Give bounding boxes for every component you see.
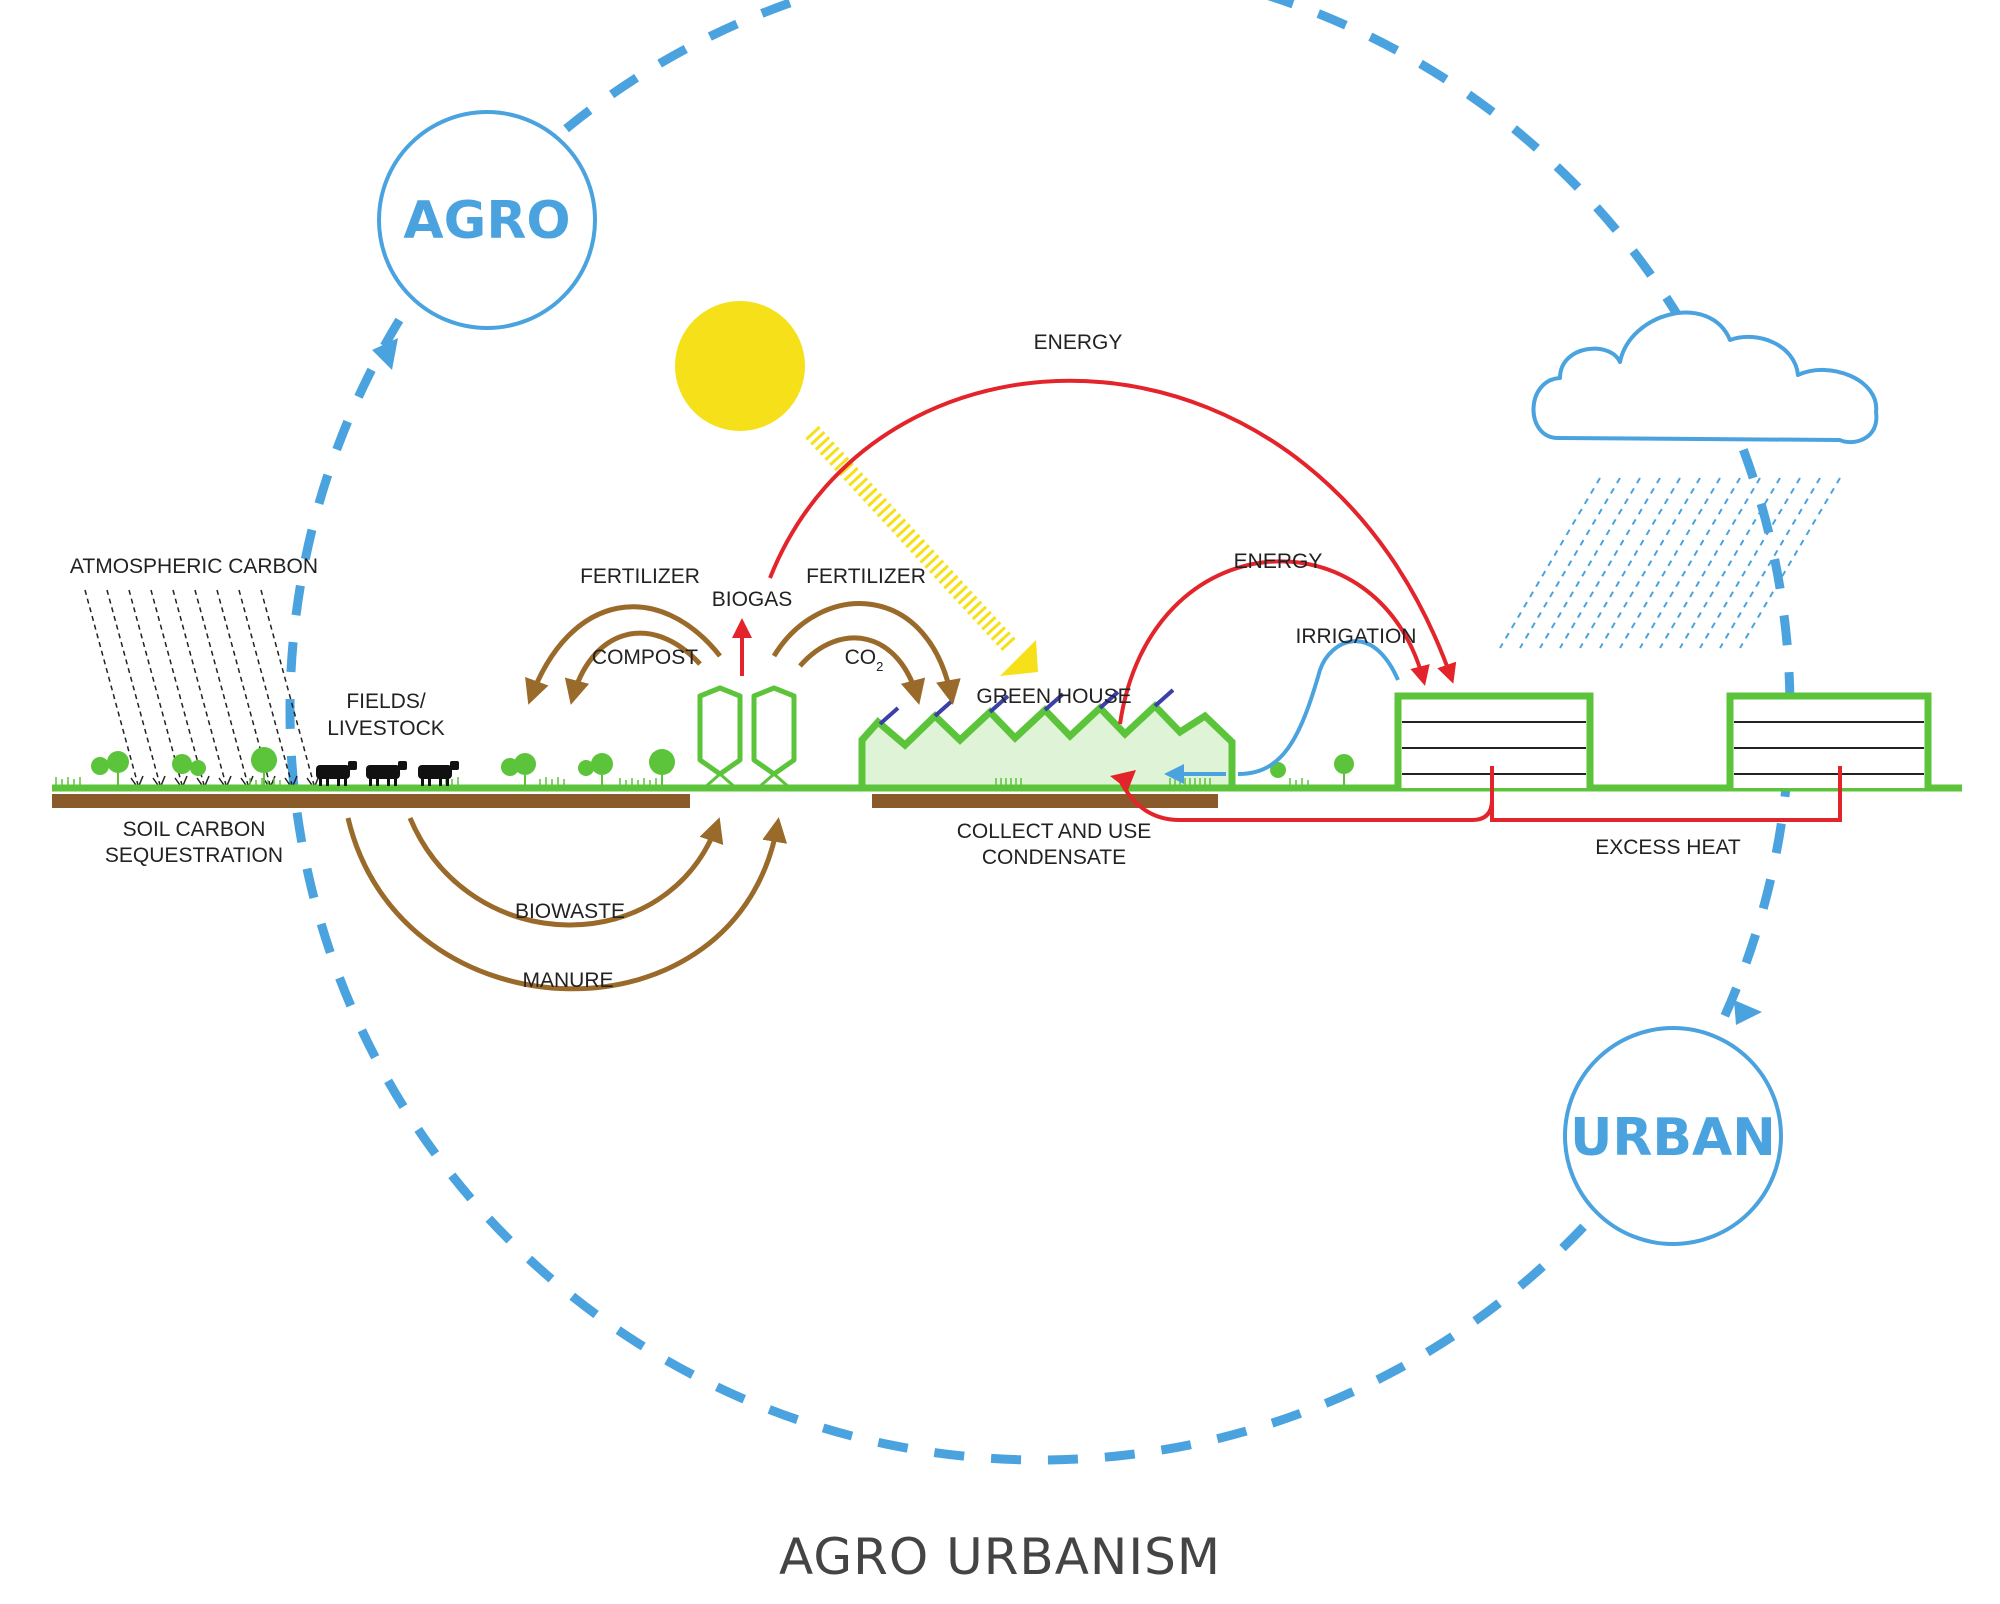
biogas-label: BIOGAS	[712, 588, 793, 611]
loop-arrowhead-agro	[372, 338, 398, 370]
excess-heat-pipes	[1118, 766, 1842, 822]
fields-livestock-label-line1: FIELDS/	[346, 690, 426, 713]
cloud-icon	[1531, 310, 1879, 445]
soil-strip-greenhouse	[872, 794, 1218, 808]
silo-icon	[697, 685, 797, 790]
irrigation-arrow	[1237, 639, 1400, 776]
manure-arrow	[345, 817, 788, 992]
co2-arrow	[798, 635, 926, 705]
sun-icon	[675, 301, 805, 431]
manure-label: MANURE	[522, 969, 613, 992]
co2-subscript: 2	[876, 659, 883, 674]
energy-mid-label: ENERGY	[1234, 550, 1323, 573]
compost-label: COMPOST	[592, 646, 698, 669]
excess-heat-arrowhead	[1110, 770, 1136, 790]
energy-arrow-mid	[1118, 559, 1430, 725]
biowaste-arrow	[407, 817, 724, 928]
urban-circle-label: URBAN	[1570, 1108, 1776, 1168]
irrigation-label: IRRIGATION	[1296, 625, 1417, 648]
fertilizer-arrow-right	[771, 601, 961, 705]
agro-circle-label: AGRO	[403, 191, 570, 251]
atmospheric-carbon-label: ATMOSPHERIC CARBON	[70, 555, 318, 578]
urban-circle	[1563, 1026, 1783, 1246]
greenhouse-body	[858, 701, 1236, 792]
fields-livestock-label-line2: LIVESTOCK	[327, 717, 445, 740]
fertilizer-right-label: FERTILIZER	[806, 565, 926, 588]
compost-arrow	[564, 630, 702, 705]
loop-arrowhead-urban	[1734, 1000, 1762, 1025]
agro-circle	[377, 110, 597, 330]
condensate-label-line1: COLLECT AND USE	[957, 820, 1152, 843]
fertilizer-arrow-left	[525, 604, 722, 705]
rain-icon	[1499, 477, 1841, 649]
co2-label: CO2	[845, 646, 884, 674]
excess-heat-label: EXCESS HEAT	[1595, 836, 1741, 859]
building-icon	[1394, 692, 1932, 792]
condensate-label-line2: CONDENSATE	[982, 846, 1126, 869]
soil-carbon-label-line2: SEQUESTRATION	[105, 844, 283, 867]
sun-ray	[805, 425, 1017, 653]
cow-icon	[316, 761, 459, 786]
green-house-label: GREEN HOUSE	[976, 685, 1131, 708]
energy-arrow-top	[768, 378, 1457, 684]
page-title: AGRO URBANISM	[779, 1528, 1221, 1586]
tree-trunks	[117, 772, 1345, 788]
sun-ray-arrowhead	[1000, 640, 1038, 676]
biowaste-label: BIOWASTE	[515, 900, 625, 923]
fertilizer-left-label: FERTILIZER	[580, 565, 700, 588]
energy-top-label: ENERGY	[1034, 331, 1123, 354]
soil-carbon-label-line1: SOIL CARBON	[123, 818, 266, 841]
soil-strip-left	[52, 794, 690, 808]
